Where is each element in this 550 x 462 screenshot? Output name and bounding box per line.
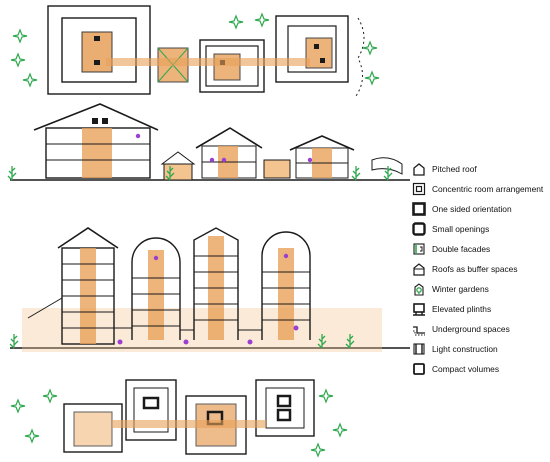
legend-label: Double facades — [432, 244, 491, 254]
legend-item-concentric-rooms: Concentric room arrangement — [412, 180, 543, 198]
legend-item-one-sided-orientation: One sided orientation — [412, 200, 512, 218]
legend-label: Light construction — [432, 344, 498, 354]
legend-item-light-construction: Light construction — [412, 340, 498, 358]
pitched-roof-icon — [413, 163, 425, 176]
compact-volume-icon — [413, 363, 425, 375]
legend-item-winter-gardens: Winter gardens — [412, 280, 489, 298]
legend-label: Small openings — [432, 224, 490, 234]
buffer-roof-icon — [413, 263, 425, 276]
legend-item-pitched-roof: Pitched roof — [412, 160, 477, 178]
legend-item-small-openings: Small openings — [412, 220, 489, 238]
legend-label: Pitched roof — [432, 164, 477, 174]
legend-item-elevated-plinths: Elevated plinths — [412, 300, 491, 318]
legend-label: Compact volumes — [432, 364, 500, 374]
plan-top-row — [10, 5, 380, 97]
one-sided-orientation-icon — [412, 202, 426, 216]
double-facades-icon — [413, 243, 425, 255]
legend-label: Concentric room arrangement — [432, 184, 544, 194]
section-towers — [9, 227, 410, 352]
legend-item-double-facades: Double facades — [412, 240, 490, 258]
legend-item-compact-volumes: Compact volumes — [412, 360, 499, 378]
light-construction-icon — [413, 343, 425, 355]
legend-label: Elevated plinths — [432, 304, 492, 314]
legend-label: One sided orientation — [432, 204, 512, 214]
legend-item-buffer-roof: Roofs as buffer spaces — [412, 260, 518, 278]
legend-label: Winter gardens — [432, 284, 489, 294]
section-pitched-roof-houses — [7, 103, 410, 181]
legend-label: Roofs as buffer spaces — [432, 264, 518, 274]
legend-item-underground-spaces: Underground spaces — [412, 320, 510, 338]
legend-label: Underground spaces — [432, 324, 510, 334]
small-openings-icon — [412, 222, 426, 236]
plan-bottom-row — [10, 379, 348, 457]
concentric-rooms-icon — [412, 182, 426, 196]
underground-spaces-icon — [413, 326, 425, 336]
winter-garden-icon — [414, 283, 424, 296]
elevated-plinth-icon — [413, 303, 425, 316]
